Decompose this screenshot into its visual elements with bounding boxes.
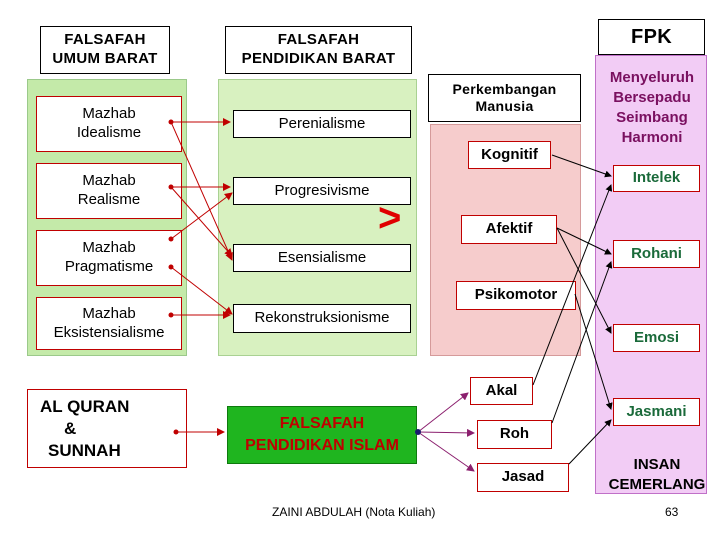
pendidikan-label: Rekonstruksionisme [254, 309, 390, 327]
quran-line: & [64, 418, 77, 438]
fpk-intelek: Intelek [613, 165, 700, 192]
arrow-afektif-emosi [556, 227, 612, 334]
element-jasad: Jasad [477, 463, 569, 492]
falsafah-pendidikan-islam: FALSAFAH PENDIDIKAN ISLAM [227, 406, 417, 464]
mazhab-line: Realisme [77, 191, 141, 208]
element-label: Jasad [501, 468, 545, 486]
header-line: UMUM BARAT [52, 50, 158, 67]
perkembangan-kognitif: Kognitif [468, 141, 551, 169]
arrow-psikomotor-jasmani [574, 293, 613, 410]
arrow-idealisme-esensialisme [170, 121, 233, 261]
arrow-pragmatisme-progresivisme [170, 192, 233, 240]
arrow-jasad-jasmani [568, 419, 612, 465]
header-line: Manusia [475, 98, 534, 114]
fpk-quality: Bersepadu [613, 89, 691, 106]
perkembangan-afektif: Afektif [461, 215, 557, 244]
fpk-qualities: Menyeluruh Bersepadu Seimbang Harmoni [598, 68, 706, 148]
fpk-emosi: Emosi [613, 324, 700, 352]
arrow-islam-roh [417, 428, 475, 437]
header-falsafah-pendidikan-barat: FALSAFAH PENDIDIKAN BARAT [225, 26, 412, 74]
arrow-islam-akal [417, 392, 469, 433]
header-line: FALSAFAH [64, 31, 146, 49]
mazhab-line: Mazhab [82, 304, 136, 322]
fpk-jasmani: Jasmani [613, 398, 700, 426]
mazhab-line: Mazhab [82, 172, 136, 190]
mazhab-realisme: Mazhab Realisme [36, 163, 182, 219]
fpk-quality: Seimbang [616, 109, 688, 126]
quran-line: AL QURAN [40, 396, 130, 416]
perkembangan-label: Kognitif [481, 145, 538, 163]
arrow-realisme-esensialisme [170, 186, 233, 257]
fpk-item-label: Rohani [631, 244, 682, 262]
pendidikan-label: Progresivisme [274, 181, 370, 199]
greater-than-symbol: > [378, 196, 402, 240]
perkembangan-label: Afektif [485, 220, 533, 238]
mazhab-line: Mazhab [82, 239, 136, 257]
footer-page-number: 63 [665, 505, 679, 519]
pendidikan-esensialisme: Esensialisme [233, 244, 411, 272]
header-line: FALSAFAH [277, 31, 360, 49]
quran-sunnah-box: AL QURAN & SUNNAH [27, 389, 187, 468]
header-falsafah-umum-barat: FALSAFAH UMUM BARAT [40, 26, 170, 74]
islam-line: FALSAFAH [279, 415, 365, 432]
element-roh: Roh [477, 420, 552, 449]
mazhab-line: Pragmatisme [64, 258, 154, 275]
fpk-rohani: Rohani [613, 240, 700, 268]
islam-line: PENDIDIKAN ISLAM [245, 437, 399, 454]
mazhab-line: Mazhab [82, 105, 136, 123]
fpk-item-label: Emosi [633, 328, 679, 346]
pendidikan-label: Esensialisme [277, 248, 367, 266]
header-fpk: FPK [598, 19, 705, 55]
insan-cemerlang: INSAN CEMERLANG [596, 455, 718, 495]
mazhab-idealisme: Mazhab Idealisme [36, 96, 182, 152]
fpk-item-label: Jasmani [626, 402, 687, 420]
mazhab-line: Idealisme [76, 124, 142, 141]
fpk-quality: Menyeluruh [609, 69, 695, 86]
header-line: PENDIDIKAN BARAT [241, 50, 396, 67]
arrow-kognitif-intelek [551, 154, 612, 178]
header-perkembangan-manusia: Perkembangan Manusia [428, 74, 581, 122]
footer-author: ZAINI ABDULAH (Nota Kuliah) [272, 505, 436, 519]
pendidikan-label: Perenialisme [278, 114, 366, 132]
arrow-roh-rohani [551, 261, 613, 424]
insan-line: CEMERLANG [608, 476, 706, 493]
element-label: Roh [499, 425, 530, 443]
header-line: Perkembangan [452, 80, 557, 97]
arrow-pragmatisme-rekonstruksionisme [170, 266, 233, 315]
fpk-quality: Harmoni [621, 129, 683, 146]
mazhab-pragmatisme: Mazhab Pragmatisme [36, 230, 182, 286]
pendidikan-rekonstruksionisme: Rekonstruksionisme [233, 304, 411, 333]
element-label: Akal [485, 381, 518, 399]
pendidikan-progresivisme: Progresivisme [233, 177, 411, 205]
quran-line: SUNNAH [48, 440, 121, 460]
header-line: FPK [631, 25, 672, 48]
arrow-islam-jasad [417, 431, 475, 472]
fpk-item-label: Intelek [632, 169, 681, 187]
arrow-akal-intelek [532, 184, 613, 386]
arrow-afektif-rohani [556, 227, 612, 255]
mazhab-line: Eksistensialisme [53, 323, 165, 341]
perkembangan-label: Psikomotor [474, 286, 558, 304]
insan-line: INSAN [633, 456, 681, 473]
pendidikan-perenialisme: Perenialisme [233, 110, 411, 138]
mazhab-eksistensialisme: Mazhab Eksistensialisme [36, 297, 182, 350]
element-akal: Akal [470, 377, 533, 405]
